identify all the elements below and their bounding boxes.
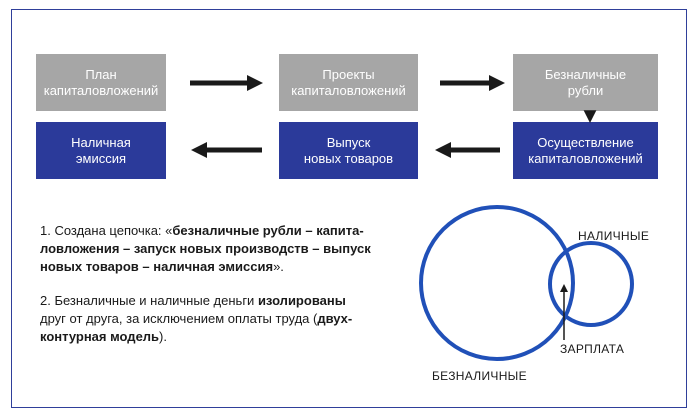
salary-pointer-head bbox=[560, 284, 568, 292]
note-2: 2. Безналичные и наличные деньги изолиро… bbox=[40, 293, 353, 344]
note-1: 1. Создана цепочка: «безналичные рубли –… bbox=[40, 223, 371, 274]
box-new-goods: Выпуск новых товаров bbox=[279, 122, 418, 179]
box-cash-emission-label: Наличная эмиссия bbox=[71, 134, 131, 166]
box-plan: План капиталовложений bbox=[36, 54, 166, 111]
box-noncash-rubles: Безналичные рубли bbox=[513, 54, 658, 111]
venn-label-salary: ЗАРПЛАТА bbox=[560, 342, 625, 356]
venn-circle-cash bbox=[548, 241, 634, 327]
diagram-frame bbox=[11, 9, 687, 408]
box-new-goods-label: Выпуск новых товаров bbox=[303, 134, 394, 166]
box-projects-label: Проекты капиталовложений bbox=[291, 66, 406, 98]
box-noncash-rubles-label: Безналичные рубли bbox=[544, 66, 627, 98]
box-cash-emission: Наличная эмиссия bbox=[36, 122, 166, 179]
venn-label-noncash: БЕЗНАЛИЧНЫЕ bbox=[432, 369, 527, 383]
venn-label-cash: НАЛИЧНЫЕ bbox=[578, 229, 650, 243]
box-implementation-label: Осуществление капиталовложений bbox=[528, 134, 643, 166]
venn-circle-noncash bbox=[419, 205, 575, 361]
box-projects: Проекты капиталовложений bbox=[279, 54, 418, 111]
box-implementation: Осуществление капиталовложений bbox=[513, 122, 658, 179]
box-plan-label: План капиталовложений bbox=[43, 66, 159, 98]
